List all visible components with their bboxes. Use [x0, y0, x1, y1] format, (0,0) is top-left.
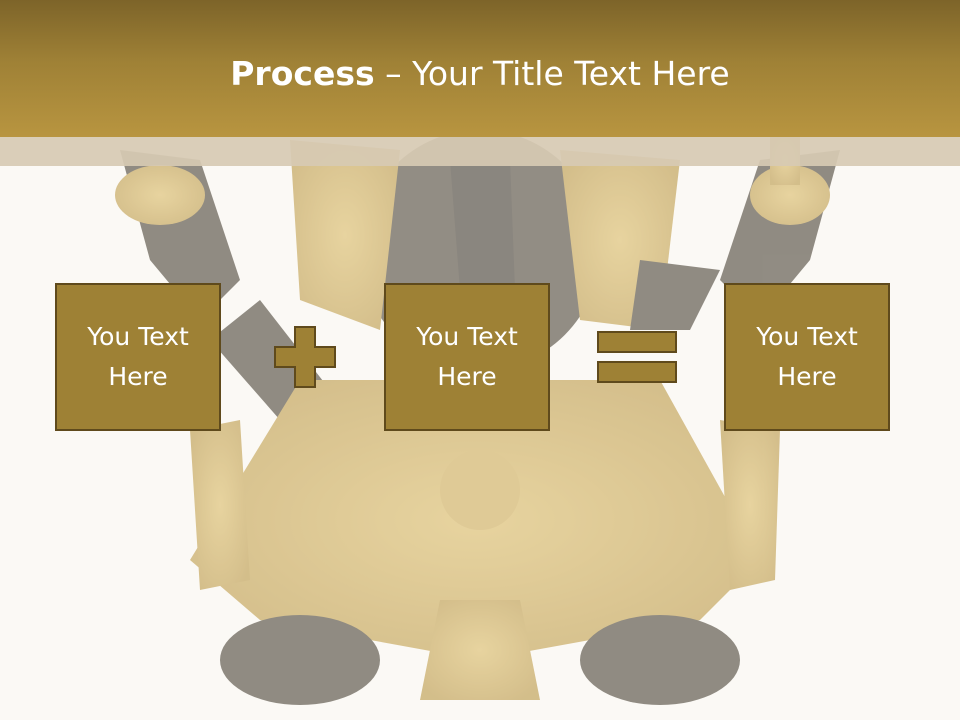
text-box-3-label: You Text Here: [756, 322, 858, 391]
slide-title: Process – Your Title Text Here: [0, 52, 960, 96]
text-box-3[interactable]: You Text Here: [724, 283, 890, 431]
text-box-2[interactable]: You Text Here: [384, 283, 550, 431]
plus-icon: [274, 326, 336, 388]
text-box-2-label: You Text Here: [416, 322, 518, 391]
title-rest: – Your Title Text Here: [374, 54, 730, 93]
title-bold: Process: [230, 54, 375, 93]
text-box-1-label: You Text Here: [87, 322, 189, 391]
text-box-1[interactable]: You Text Here: [55, 283, 221, 431]
header-band: [0, 0, 960, 137]
equals-icon: [597, 331, 677, 383]
header-strip: [0, 137, 960, 166]
